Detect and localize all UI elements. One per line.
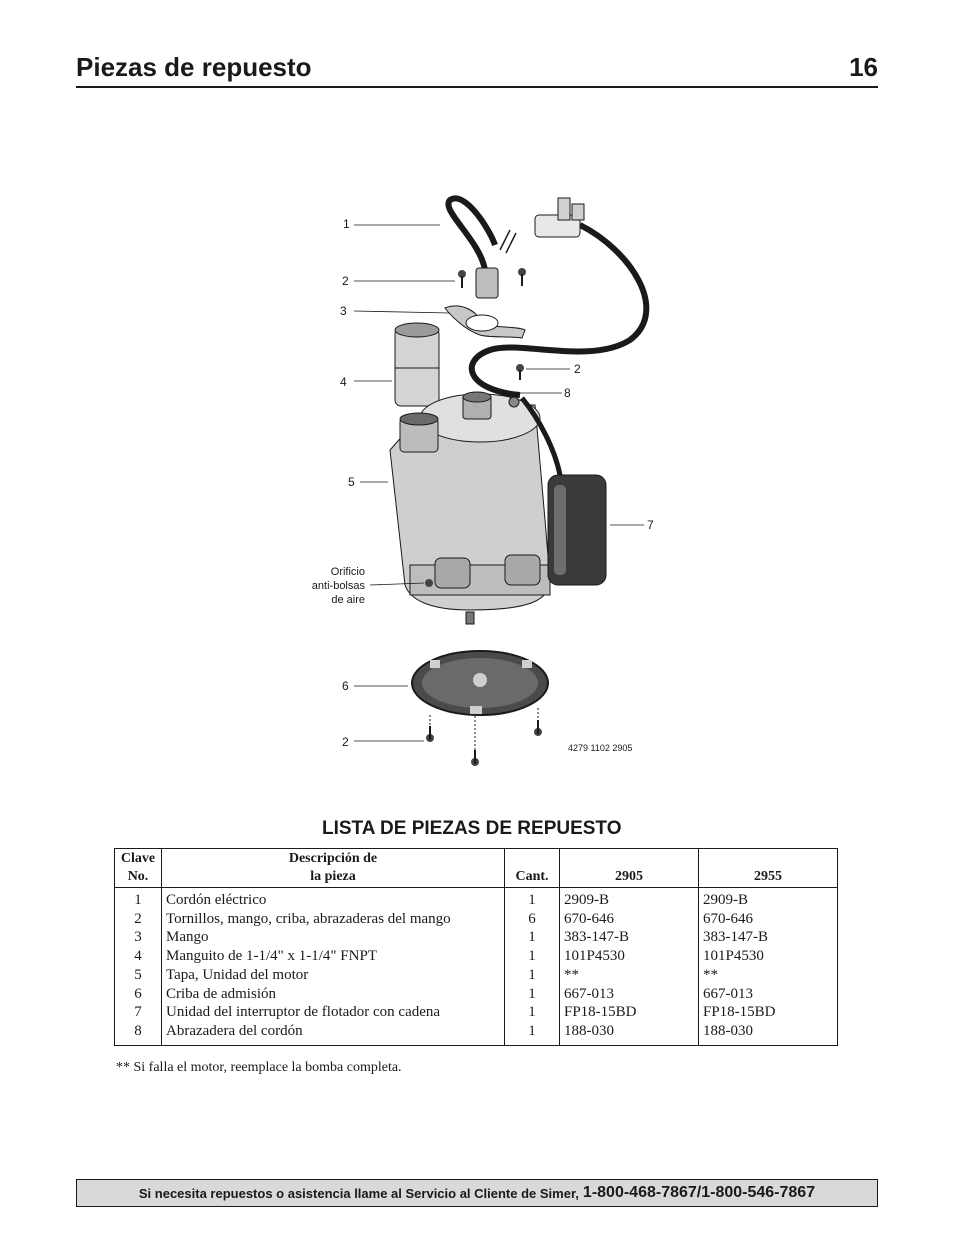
pump-diagram-svg: 1 2 3 4 5 2 8 7 6 2 Orificio anti-bolsas…: [312, 195, 654, 766]
callout-4: 4: [340, 375, 347, 389]
table-row: 7 Unidad del interruptor de flotador con…: [114, 1003, 838, 1022]
callout-3: 3: [340, 304, 347, 318]
intake-screen-part: [411, 650, 549, 716]
callout-2c: 2: [342, 735, 349, 749]
air-relief-label-1: Orificio: [331, 566, 365, 578]
power-cord-2: [468, 222, 650, 398]
sleeve-part: [394, 322, 440, 407]
footer-phone: 1-800-468-7867/1-800-546-7867: [582, 1184, 816, 1201]
callout-1: 1: [343, 217, 350, 231]
col-key-header: Clave No.: [114, 848, 162, 888]
table-row: 1 Cordón eléctrico 1 2909-B 2909-B: [114, 887, 838, 910]
footnote: ** Si falla el motor, reemplace la bomba…: [116, 1060, 402, 1075]
callout-8: 8: [564, 386, 571, 400]
plug-icon: [534, 197, 585, 238]
air-relief-label-3: de aire: [331, 594, 365, 606]
page-title: Piezas de repuesto: [76, 52, 312, 82]
leader-lines: [353, 224, 644, 742]
page-number: 16: [849, 52, 878, 82]
table-row: 5 Tapa, Unidad del motor 1 ** **: [114, 965, 838, 985]
callout-2b: 2: [574, 362, 581, 376]
col-desc-header: Descripción de la pieza: [161, 848, 505, 888]
callout-6: 6: [342, 679, 349, 693]
bottom-screw-icon: [426, 708, 542, 766]
support-footer: Si necesita repuestos o asistencia llame…: [76, 1179, 878, 1207]
pump-exploded-diagram: 1 2 3 4 5 2 8 7 6 2 Orificio anti-bolsas…: [290, 190, 670, 780]
callout-7: 7: [647, 518, 654, 532]
col-model-2955-header: 2955: [698, 848, 838, 888]
pump-body: [389, 391, 551, 625]
col-qty-header: Cant.: [504, 848, 560, 888]
handle-part: [444, 305, 526, 339]
parts-list-title: LISTA DE PIEZAS DE REPUESTO: [322, 818, 622, 839]
air-relief-label-2: anti-bolsas: [312, 580, 366, 592]
power-cord: [445, 195, 498, 271]
screw-icon: [458, 268, 526, 380]
table-row: 6 Criba de admisión 1 667-013 667-013: [114, 984, 838, 1004]
table-row: 4 Manguito de 1-1/4" x 1-1/4" FNPT 1 101…: [114, 947, 838, 966]
table-row: 2 Tornillos, mango, criba, abrazaderas d…: [114, 909, 838, 929]
table-row: 8 Abrazadera del cordón 1 188-030 188-03…: [114, 1021, 838, 1046]
page-header: Piezas de repuesto 16: [76, 50, 878, 88]
col-model-2905-header: 2905: [559, 848, 699, 888]
parts-table: Clave No. Descripción de la pieza Cant. …: [114, 848, 838, 1046]
footer-text: Si necesita repuestos o asistencia llame…: [138, 1185, 579, 1201]
callout-5: 5: [348, 475, 355, 489]
table-row: 3 Mango 1 383-147-B 383-147-B: [114, 928, 838, 948]
diagram-code: 4279 1102 2905: [568, 743, 632, 753]
float-switch-part: [508, 396, 607, 586]
table-header-row: Clave No. Descripción de la pieza Cant. …: [114, 848, 838, 888]
cord-strain-relief: [475, 267, 499, 299]
callout-2a: 2: [342, 274, 349, 288]
